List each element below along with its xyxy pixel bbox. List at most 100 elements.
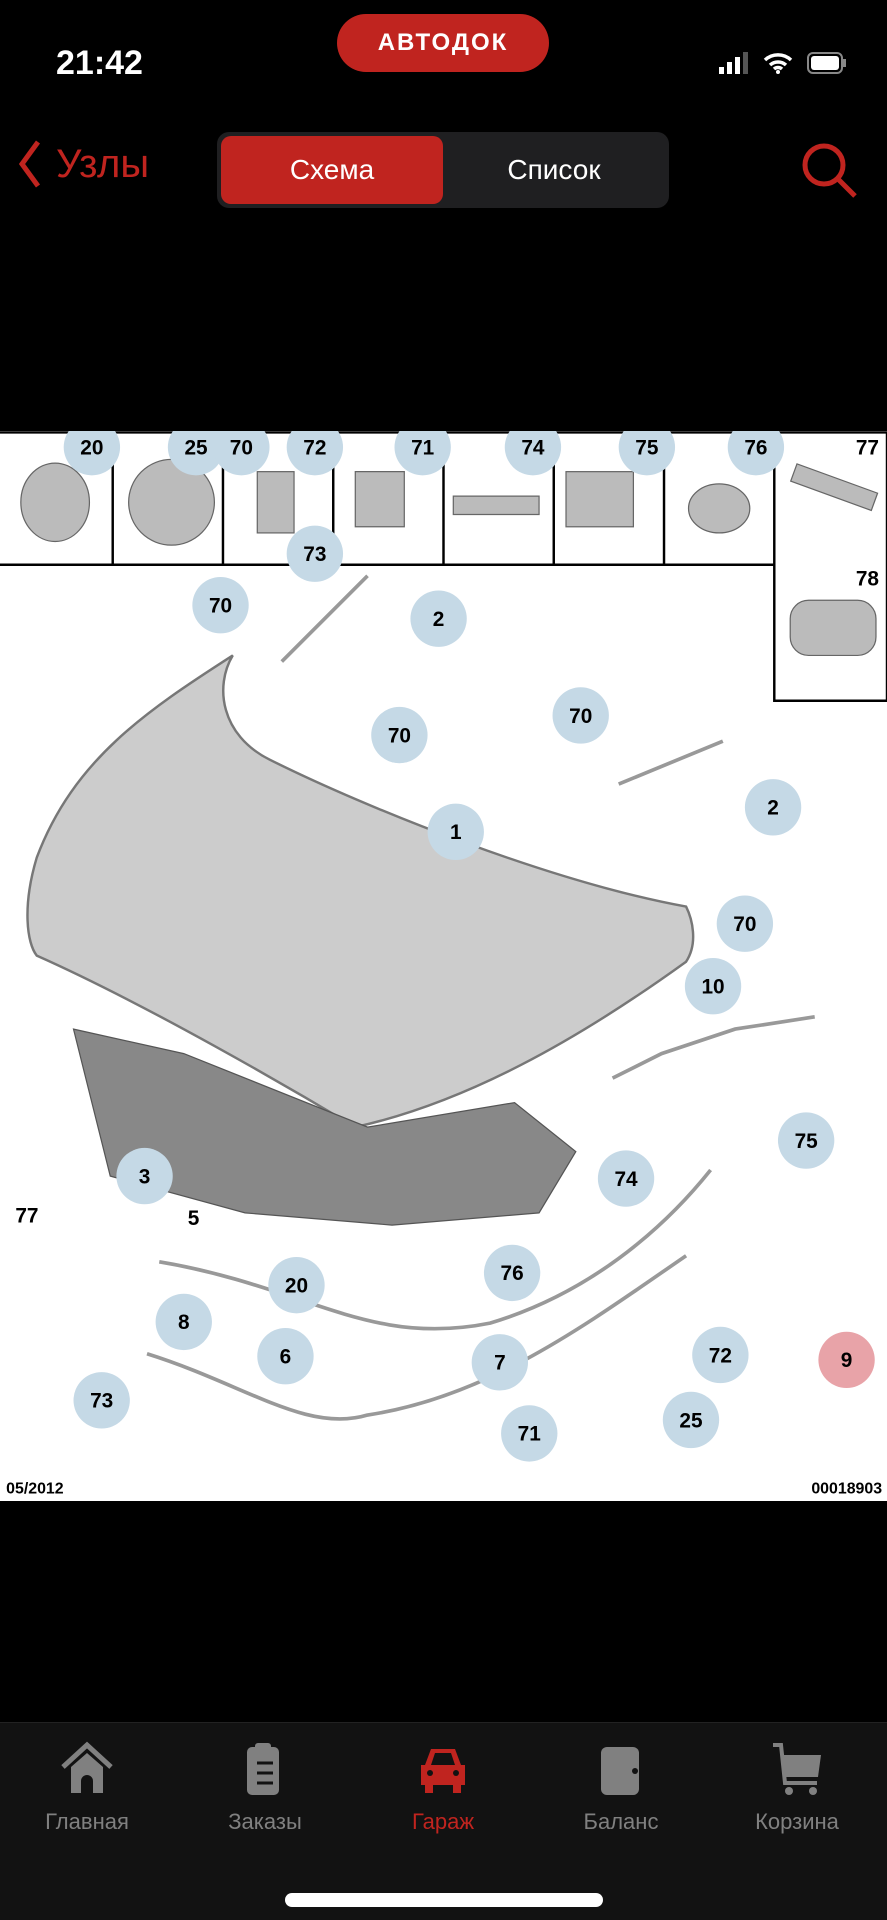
callout-76[interactable]: 76: [483, 1244, 541, 1302]
callout-bubble: [618, 418, 676, 476]
car-icon: [421, 1749, 465, 1793]
callout-70[interactable]: 70: [371, 706, 428, 764]
callout-77[interactable]: 77: [15, 1205, 38, 1228]
callout-number: 75: [795, 1130, 818, 1153]
callout-bubble: [116, 1147, 173, 1205]
callout-number: 2: [433, 608, 445, 631]
callout-number: 78: [856, 568, 879, 591]
tab-garage[interactable]: Гараж: [368, 1741, 518, 1835]
back-button[interactable]: Узлы: [18, 140, 149, 188]
callout-number: 76: [744, 437, 767, 460]
callout-bubble: [73, 1372, 130, 1429]
callout-bubble: [483, 1244, 541, 1302]
callout-bubble: [286, 525, 344, 582]
tab-label: Заказы: [228, 1809, 302, 1834]
callout-number: 70: [230, 437, 253, 460]
callout-9[interactable]: 9: [818, 1331, 875, 1389]
tab-orders[interactable]: Заказы: [190, 1741, 340, 1835]
callout-25[interactable]: 25: [167, 418, 225, 476]
callout-70[interactable]: 70: [213, 418, 270, 476]
callout-bubble: [727, 418, 785, 476]
callout-bubble: [371, 706, 428, 764]
callout-number: 77: [856, 437, 879, 460]
callout-74[interactable]: 74: [504, 418, 562, 476]
callout-70[interactable]: 70: [192, 577, 249, 634]
tab-label: Главная: [45, 1809, 129, 1834]
callout-72[interactable]: 72: [286, 418, 344, 476]
callout-2[interactable]: 2: [744, 779, 802, 836]
callout-number: 6: [280, 1346, 292, 1369]
callout-72[interactable]: 72: [692, 1326, 749, 1384]
callout-number: 20: [80, 437, 103, 460]
callout-2[interactable]: 2: [410, 590, 467, 647]
callout-1[interactable]: 1: [427, 803, 484, 861]
callout-73[interactable]: 73: [286, 525, 344, 582]
diagram-date: 05/2012: [6, 1480, 64, 1497]
callout-3[interactable]: 3: [116, 1147, 173, 1205]
callout-number: 70: [733, 913, 756, 936]
callout-number: 74: [521, 437, 545, 460]
callout-7[interactable]: 7: [471, 1334, 529, 1391]
callout-bubble: [662, 1391, 720, 1449]
segment-scheme[interactable]: Схема: [221, 136, 443, 204]
callout-76[interactable]: 76: [727, 418, 785, 476]
tab-label: Баланс: [583, 1809, 659, 1834]
tab-balance[interactable]: Баланс: [546, 1741, 696, 1835]
callout-75[interactable]: 75: [777, 1112, 835, 1169]
tab-bar: Главная Заказы Гараж Баланс Корзина: [0, 1722, 887, 1920]
callout-8[interactable]: 8: [155, 1293, 212, 1351]
callout-70[interactable]: 70: [552, 687, 609, 744]
clipboard-icon: [247, 1743, 279, 1795]
callout-number: 20: [285, 1274, 308, 1297]
callout-bubble: [744, 779, 802, 836]
callout-10[interactable]: 10: [684, 958, 742, 1015]
callout-78[interactable]: 78: [856, 568, 879, 591]
callout-number: 25: [184, 437, 207, 460]
search-icon[interactable]: [799, 140, 859, 200]
brand-logo: АВТОДОК: [337, 14, 549, 72]
callout-5[interactable]: 5: [188, 1207, 200, 1230]
callout-number: 77: [15, 1205, 38, 1228]
callout-number: 73: [90, 1390, 113, 1413]
callout-bubble: [167, 418, 225, 476]
callout-bubble: [410, 590, 467, 647]
callout-71[interactable]: 71: [501, 1405, 558, 1462]
tab-label: Гараж: [411, 1809, 475, 1834]
callout-number: 9: [841, 1349, 853, 1372]
callout-70[interactable]: 70: [716, 895, 774, 952]
callout-number: 71: [411, 437, 434, 460]
callout-bubble: [552, 687, 609, 744]
callout-74[interactable]: 74: [597, 1150, 655, 1207]
tab-home[interactable]: Главная: [12, 1741, 162, 1835]
callout-bubble: [286, 418, 344, 476]
callout-bubble: [504, 418, 562, 476]
callout-71[interactable]: 71: [394, 418, 451, 476]
callout-75[interactable]: 75: [618, 418, 676, 476]
callout-bubble: [716, 895, 774, 952]
callout-77[interactable]: 77: [856, 437, 879, 460]
callout-bubble: [684, 958, 742, 1015]
callout-bubble: [155, 1293, 212, 1351]
signal-icon: [719, 52, 748, 74]
callout-6[interactable]: 6: [257, 1328, 314, 1385]
callout-number: 25: [679, 1409, 702, 1432]
callout-number: 71: [518, 1423, 541, 1446]
callout-20[interactable]: 20: [268, 1256, 325, 1314]
home-indicator[interactable]: [285, 1893, 603, 1907]
tab-cart[interactable]: Корзина: [722, 1741, 872, 1835]
callout-number: 70: [388, 724, 411, 747]
callout-number: 73: [303, 543, 326, 566]
back-label: Узлы: [56, 141, 150, 186]
callout-20[interactable]: 20: [63, 418, 121, 476]
segment-list[interactable]: Список: [507, 154, 601, 185]
callout-25[interactable]: 25: [662, 1391, 720, 1449]
callout-bubble: [597, 1150, 655, 1207]
callout-73[interactable]: 73: [73, 1372, 130, 1429]
callout-bubble: [268, 1256, 325, 1314]
callout-number: 1: [450, 821, 462, 844]
callout-bubble: [213, 418, 270, 476]
callout-bubble: [692, 1326, 749, 1384]
callout-bubble: [501, 1405, 558, 1462]
